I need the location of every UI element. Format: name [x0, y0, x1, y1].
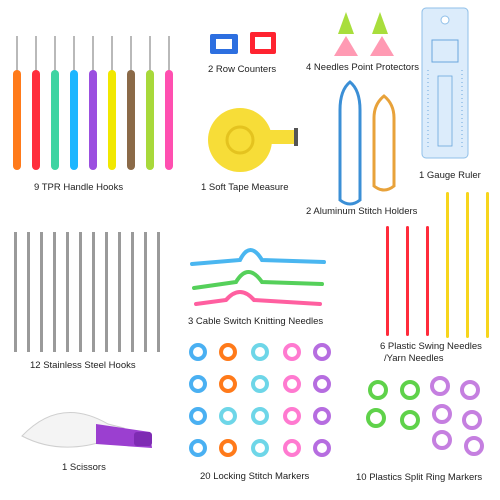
label-locking-markers: 20 Locking Stitch Markers [200, 471, 310, 482]
row-counter-blue [210, 34, 238, 54]
split-ring [400, 380, 420, 400]
locking-marker [283, 343, 301, 361]
locking-marker [189, 375, 207, 393]
locking-marker [219, 375, 237, 393]
label-scissors: 1 Scissors [62, 462, 106, 473]
cable-needle-green [192, 270, 324, 290]
locking-marker [189, 439, 207, 457]
label-tpr-hooks: 9 TPR Handle Hooks [34, 182, 124, 193]
split-ring [432, 404, 452, 424]
label-cable-needles: 3 Cable Switch Knitting Needles [188, 316, 324, 327]
steel-hooks [14, 232, 160, 352]
scissors [21, 412, 152, 448]
split-ring [430, 376, 450, 396]
stitch-holder-orange [372, 94, 396, 192]
point-protector [338, 12, 354, 34]
tpr-hook [165, 36, 173, 170]
locking-marker [219, 407, 237, 425]
locking-marker [251, 407, 269, 425]
cable-needle-blue [190, 248, 326, 266]
label-swing-needles-2: /Yarn Needles [384, 353, 444, 364]
tape-measure [208, 108, 298, 172]
steel-hook [27, 232, 30, 352]
split-ring [368, 380, 388, 400]
cable-needle-pink [194, 290, 322, 306]
steel-hook [131, 232, 134, 352]
locking-marker [313, 343, 331, 361]
swing-needle [406, 226, 409, 336]
cable-needles [190, 248, 326, 306]
split-ring [462, 410, 482, 430]
label-stitch-holders: 2 Aluminum Stitch Holders [306, 206, 418, 217]
locking-marker [313, 439, 331, 457]
stitch-holder-blue [338, 80, 362, 206]
swing-needles [386, 192, 489, 338]
locking-marker [251, 375, 269, 393]
tpr-hook [32, 36, 40, 170]
split-ring [400, 410, 420, 430]
stitch-holders [338, 80, 396, 206]
label-swing-needles-1: 6 Plastic Swing Needles [380, 341, 482, 352]
row-counter-red [250, 32, 276, 54]
point-protector [372, 12, 388, 34]
locking-marker [189, 343, 207, 361]
row-counters [210, 32, 276, 54]
split-ring [464, 436, 484, 456]
steel-hook [79, 232, 82, 352]
point-protector [334, 36, 358, 56]
steel-hook [40, 232, 43, 352]
label-row-counters: 2 Row Counters [208, 64, 277, 75]
steel-hook [92, 232, 95, 352]
locking-markers [189, 343, 331, 457]
steel-hook [53, 232, 56, 352]
steel-hook [118, 232, 121, 352]
locking-marker [251, 343, 269, 361]
steel-hook [105, 232, 108, 352]
split-ring [460, 380, 480, 400]
label-split-ring-markers: 10 Plastics Split Ring Markers [356, 472, 483, 483]
tpr-hook [13, 36, 21, 170]
tpr-hook [51, 36, 59, 170]
locking-marker [283, 439, 301, 457]
swing-needle [486, 192, 489, 338]
locking-marker [283, 375, 301, 393]
needle-point-protectors [334, 12, 394, 56]
tpr-handle-hooks [13, 36, 173, 170]
locking-marker [283, 407, 301, 425]
label-gauge-ruler: 1 Gauge Ruler [419, 170, 481, 181]
tpr-hook [108, 36, 116, 170]
steel-hook [157, 232, 160, 352]
swing-needle [386, 226, 389, 336]
swing-needle [426, 226, 429, 336]
steel-hook [66, 232, 69, 352]
label-steel-hooks: 12 Stainless Steel Hooks [30, 360, 136, 371]
split-ring [432, 430, 452, 450]
point-protector [370, 36, 394, 56]
label-tape-measure: 1 Soft Tape Measure [201, 182, 289, 193]
locking-marker [189, 407, 207, 425]
steel-hook [144, 232, 147, 352]
tpr-hook [70, 36, 78, 170]
locking-marker [219, 439, 237, 457]
tpr-hook [89, 36, 97, 170]
tpr-hook [127, 36, 135, 170]
tpr-hook [146, 36, 154, 170]
swing-needle [466, 192, 469, 338]
steel-hook [14, 232, 17, 352]
locking-marker [251, 439, 269, 457]
locking-marker [313, 407, 331, 425]
swing-needle [446, 192, 449, 338]
gauge-ruler [421, 7, 469, 159]
locking-marker [219, 343, 237, 361]
label-point-protectors: 4 Needles Point Protectors [306, 62, 420, 73]
split-ring-markers [366, 376, 484, 456]
split-ring [366, 408, 386, 428]
locking-marker [313, 375, 331, 393]
